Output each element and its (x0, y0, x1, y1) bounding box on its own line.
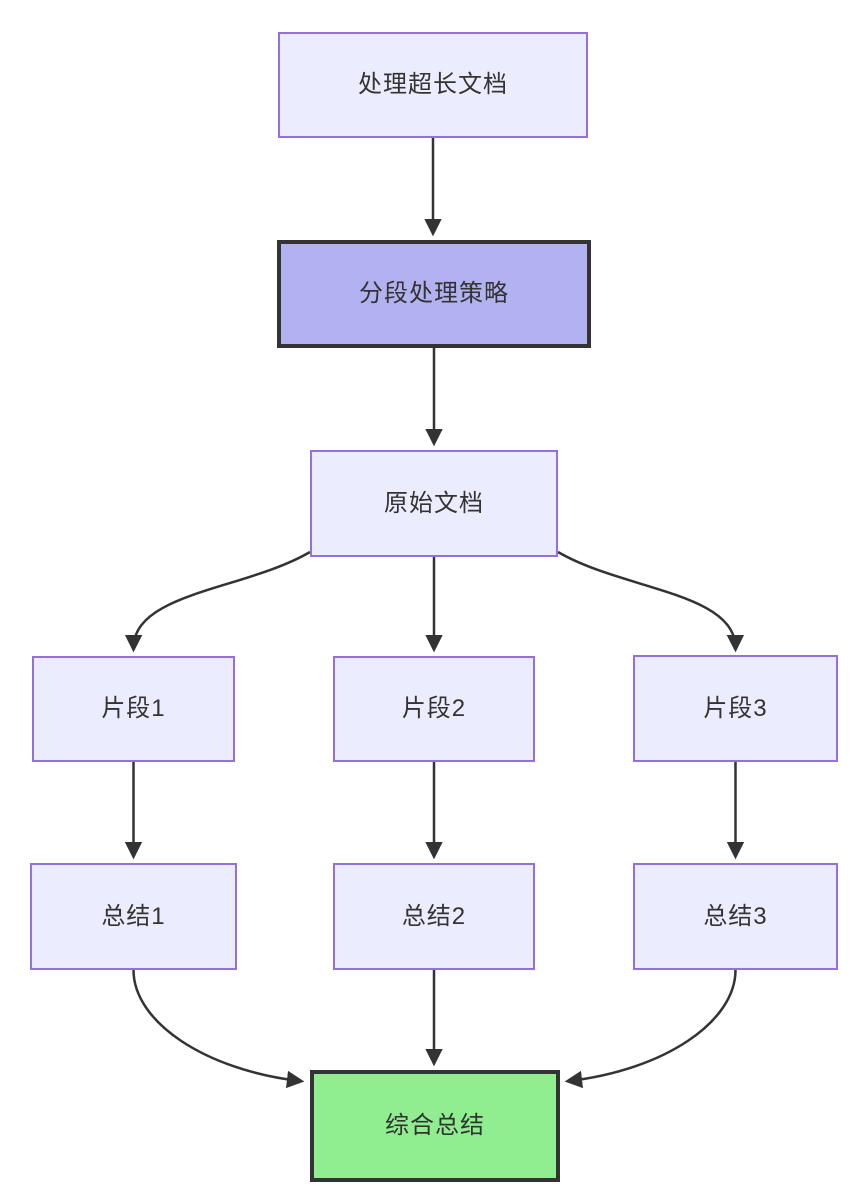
node-source-doc: 原始文档 (310, 450, 558, 557)
node-strategy: 分段处理策略 (277, 240, 591, 348)
edge-sourcedoc-to-segment1 (124, 550, 311, 653)
node-summary-1: 总结1 (30, 863, 237, 970)
edge-summary3-to-final (564, 969, 737, 1089)
node-segment-2: 片段2 (333, 656, 535, 762)
node-summary-2: 总结2 (333, 863, 535, 970)
node-segment-1: 片段1 (32, 656, 235, 762)
node-summary-3: 总结3 (633, 863, 838, 970)
node-final-summary: 综合总结 (310, 1070, 560, 1182)
node-task: 处理超长文档 (278, 32, 588, 138)
edge-sourcedoc-to-segment3 (557, 550, 745, 653)
node-segment-3: 片段3 (633, 655, 838, 762)
edge-summary1-to-final (132, 969, 305, 1089)
